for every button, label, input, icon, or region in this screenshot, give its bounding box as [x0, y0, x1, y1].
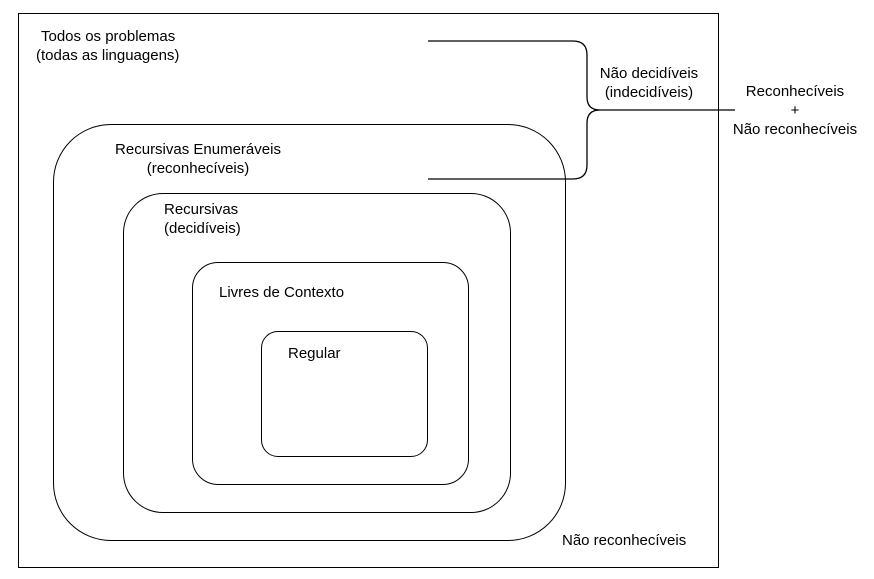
all-problems-title: Todos os problemas (todas as linguagens) [36, 27, 179, 65]
regular-label: Regular [288, 345, 341, 362]
context-free-label: Livres de Contexto [219, 284, 345, 301]
union-line3: Não reconhecíveis [732, 121, 858, 138]
not-recognizable-label: Não reconhecíveis [562, 532, 687, 549]
recursively-enumerable-box [53, 124, 566, 541]
recursive-label: Recursivas (decidíveis) [164, 200, 241, 238]
all-problems-title-line2: (todas as linguagens) [36, 47, 180, 64]
union-label: Reconhecíveis + Não reconhecíveis [722, 82, 868, 139]
recursive-line2: (decidíveis) [164, 220, 241, 237]
context-free-box [192, 262, 469, 485]
recursively-enumerable-line1: Recursivas Enumeráveis [115, 141, 281, 158]
union-line2: + [790, 102, 800, 119]
recursive-box [123, 193, 511, 513]
recursive-line1: Recursivas [164, 201, 239, 218]
recursively-enumerable-label: Recursivas Enumeráveis (reconhecíveis) [105, 140, 291, 178]
all-problems-box [18, 13, 719, 568]
undecidable-line2: (indecidíveis) [604, 84, 694, 101]
recursively-enumerable-line2: (reconhecíveis) [146, 160, 250, 177]
undecidable-line1: Não decidíveis [599, 65, 699, 82]
union-line1: Reconhecíveis [745, 83, 845, 100]
all-problems-title-line1: Todos os problemas [41, 28, 176, 45]
regular-box [261, 331, 428, 457]
undecidable-label: Não decidíveis (indecidíveis) [592, 64, 706, 102]
